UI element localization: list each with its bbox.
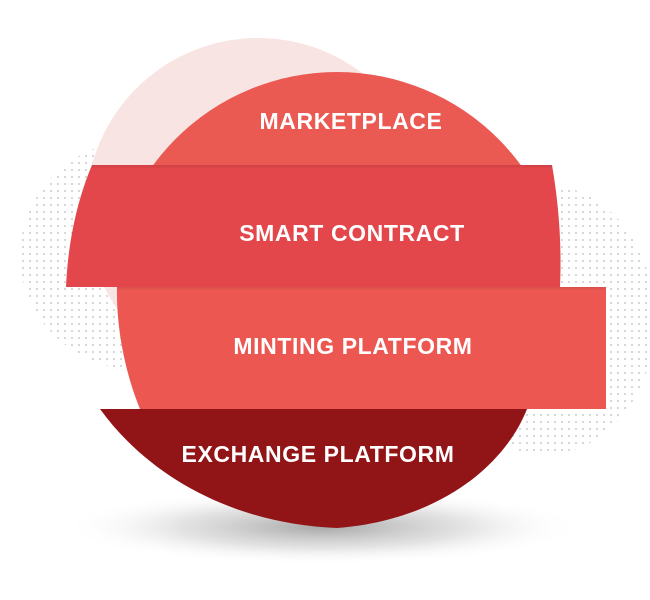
layer-exchange-platform-shape xyxy=(100,409,527,528)
layer-marketplace-label: MARKETPLACE xyxy=(260,108,443,134)
layer-marketplace-shape xyxy=(153,72,521,165)
layer-exchange-platform-label: EXCHANGE PLATFORM xyxy=(182,441,455,467)
layer-smart-contract-shape xyxy=(66,165,561,287)
layer-minting-platform: MINTING PLATFORM xyxy=(116,287,606,409)
layer-smart-contract-label: SMART CONTRACT xyxy=(239,220,465,246)
layer-smart-contract: SMART CONTRACT xyxy=(66,165,561,287)
layer-exchange-platform: EXCHANGE PLATFORM xyxy=(100,409,527,528)
layer-marketplace: MARKETPLACE xyxy=(153,72,521,165)
layer-minting-platform-shape xyxy=(116,287,606,409)
layer-minting-platform-label: MINTING PLATFORM xyxy=(233,333,472,359)
